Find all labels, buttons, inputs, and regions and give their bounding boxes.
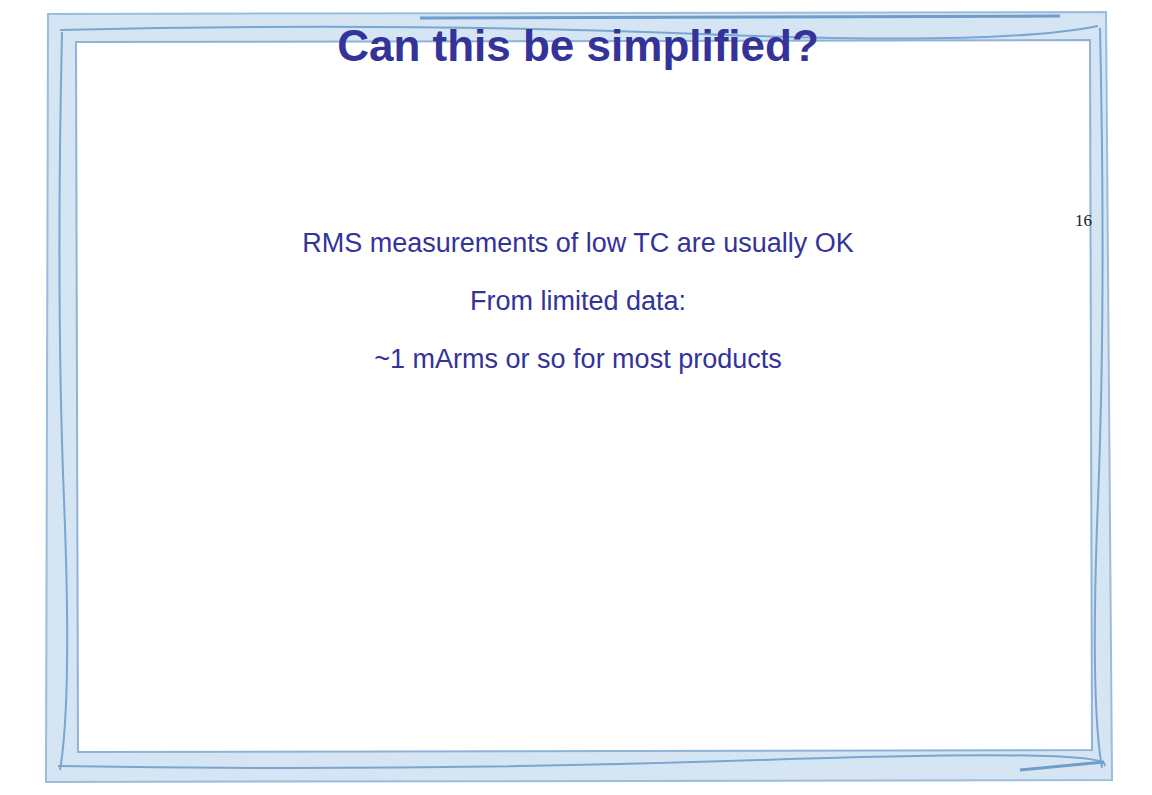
page-number: 16 <box>1075 211 1092 231</box>
frame-outer-edge <box>46 12 1112 782</box>
slide-title: Can this be simplified? <box>337 21 819 71</box>
frame-stroke <box>58 755 1105 768</box>
frame-stroke <box>59 32 67 770</box>
frame-band <box>46 12 1112 782</box>
frame-stroke <box>1020 762 1104 770</box>
body-text: ~1 mArms or so for most products <box>374 344 781 375</box>
frame-stroke <box>1095 28 1103 768</box>
body-text: From limited data: <box>470 286 686 317</box>
body-text: RMS measurements of low TC are usually O… <box>302 228 854 259</box>
frame-stroke <box>420 16 1060 18</box>
frame-inner-edge <box>76 40 1092 752</box>
